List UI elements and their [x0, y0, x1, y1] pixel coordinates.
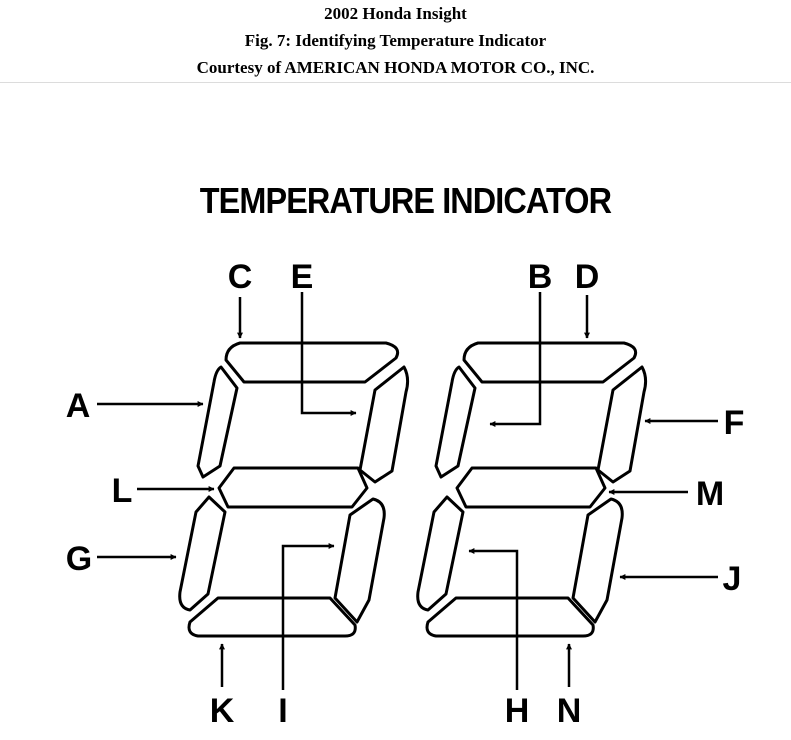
segment-lower-right-left-digit — [333, 497, 386, 624]
segment-middle-left-digit — [217, 466, 369, 509]
segment-top-left-digit — [224, 341, 400, 384]
vehicle-title: 2002 Honda Insight — [324, 4, 467, 23]
arrow-h — [468, 548, 519, 690]
label-h: H — [505, 692, 530, 730]
right-digit — [416, 341, 648, 638]
segment-upper-left-right-digit — [434, 365, 477, 479]
figure-caption: Fig. 7: Identifying Temperature Indicato… — [244, 31, 547, 50]
segment-lower-left-left-digit — [178, 495, 227, 612]
segment-upper-right-right-digit — [596, 365, 648, 484]
figure-header: 2002 Honda Insight Fig. 7: Identifying T… — [0, 0, 791, 83]
segment-bottom-right-digit — [425, 596, 595, 638]
courtesy-line: Courtesy of AMERICAN HONDA MOTOR CO., IN… — [196, 58, 595, 77]
label-j: J — [723, 560, 742, 598]
label-f: F — [724, 404, 745, 442]
segment-bottom-left-digit — [187, 596, 357, 638]
label-b: B — [528, 258, 553, 296]
segment-top-right-digit — [462, 341, 638, 384]
label-i: I — [278, 692, 287, 730]
arrow-i — [281, 543, 335, 690]
label-e: E — [291, 258, 314, 296]
label-d: D — [575, 258, 600, 296]
label-l: L — [112, 472, 133, 510]
diagram-title: TEMPERATURE INDICATOR — [199, 180, 612, 221]
label-g: G — [66, 540, 92, 578]
label-n: N — [557, 692, 582, 730]
segment-lower-right-right-digit — [571, 497, 624, 624]
callout-labels: C E B D A F L M G J K I H N — [66, 258, 745, 730]
segment-upper-right-left-digit — [358, 365, 410, 484]
segment-middle-right-digit — [455, 466, 607, 509]
callout-arrows — [97, 292, 718, 690]
label-k: K — [210, 692, 235, 730]
arrow-b — [489, 292, 542, 427]
label-m: M — [696, 475, 724, 513]
label-a: A — [66, 387, 91, 425]
label-c: C — [228, 258, 253, 296]
left-digit — [178, 341, 410, 638]
segment-lower-left-right-digit — [416, 495, 465, 612]
segment-upper-left-left-digit — [196, 365, 239, 479]
arrow-e — [300, 292, 357, 416]
